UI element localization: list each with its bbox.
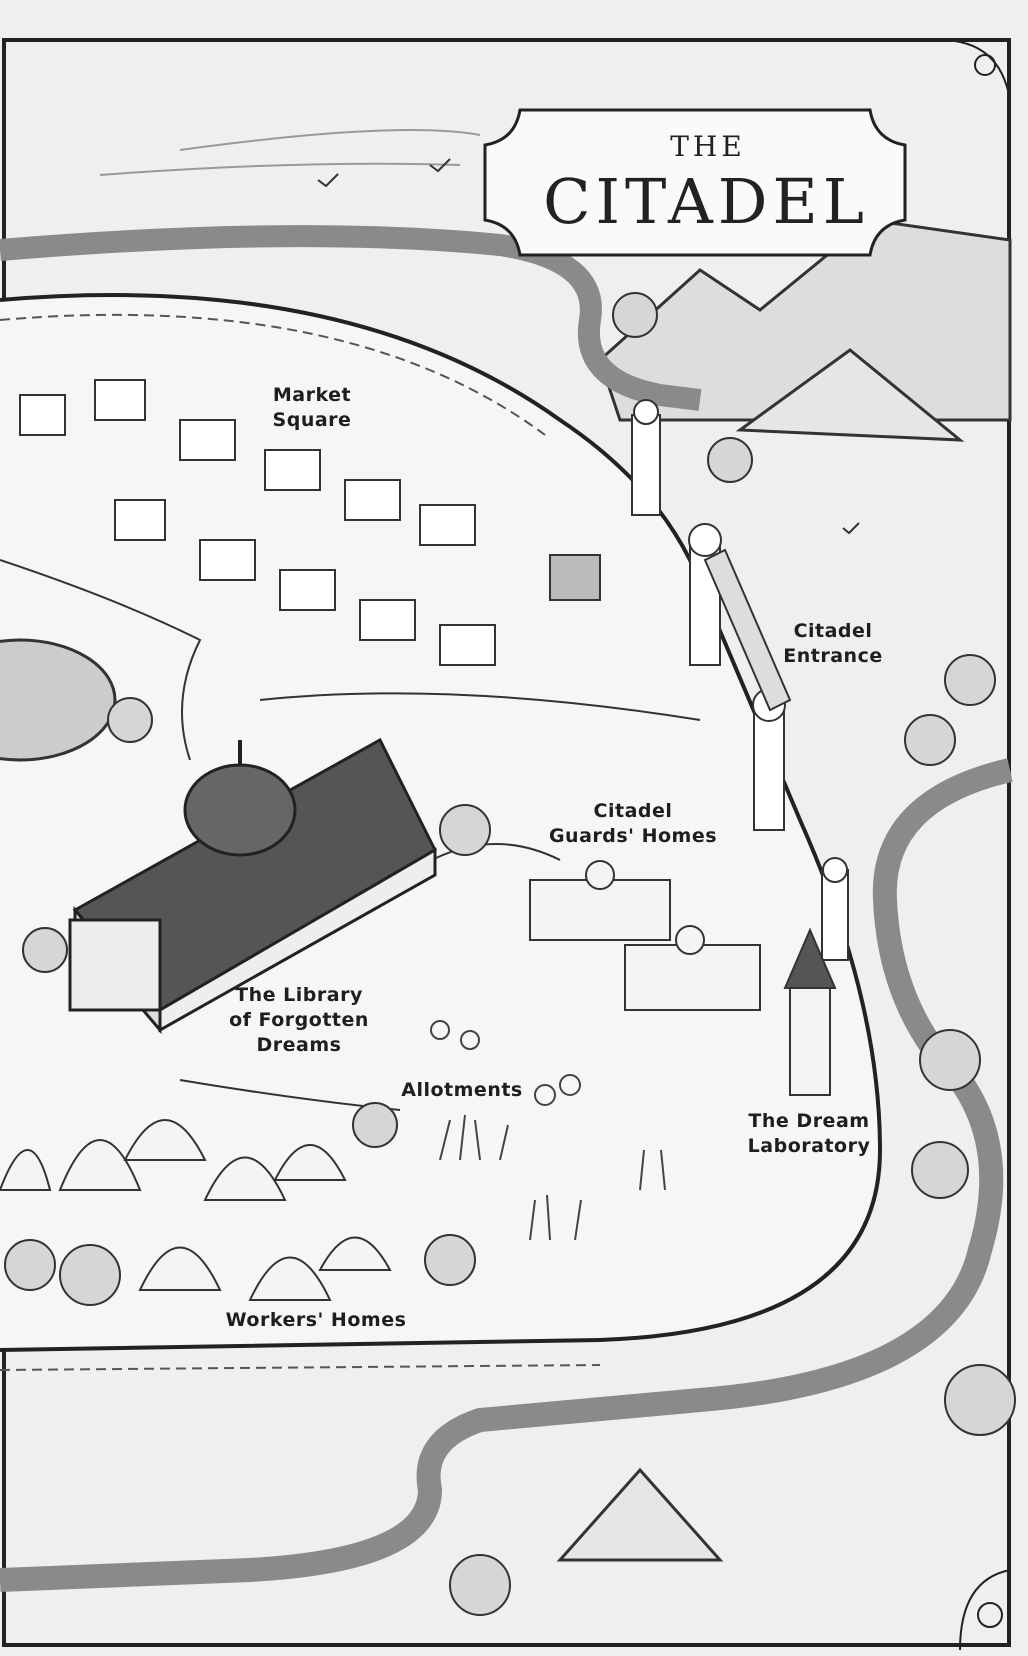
- market-stalls: [19, 379, 601, 666]
- library-building: [68, 737, 437, 1035]
- corner-ornament-icon: [939, 39, 1011, 1651]
- label-market-square: Market Square: [273, 383, 352, 433]
- title-plaque: [483, 108, 907, 257]
- workers-homes-huts: [0, 1119, 392, 1301]
- label-line: Market: [272, 384, 352, 406]
- label-dream-laboratory: The Dream Laboratory: [748, 1109, 871, 1159]
- label-line: The Library: [235, 984, 363, 1006]
- bird-icon: [317, 158, 860, 535]
- label-line: Laboratory: [747, 1135, 871, 1157]
- label-line: Dreams: [256, 1034, 342, 1056]
- label-line: Guards' Homes: [548, 825, 718, 847]
- label-line: Citadel: [793, 620, 873, 642]
- label-line: Entrance: [783, 645, 883, 667]
- label-library: The Library of Forgotten Dreams: [229, 983, 369, 1058]
- entrance-towers: [631, 399, 849, 961]
- map-title: CITADEL: [543, 165, 869, 238]
- label-workers-homes: Workers' Homes: [226, 1308, 407, 1333]
- label-line: The Dream: [748, 1110, 870, 1132]
- label-citadel-entrance: Citadel Entrance: [783, 619, 882, 669]
- mountains: [598, 218, 1012, 422]
- label-line: Workers' Homes: [225, 1309, 407, 1331]
- label-allotments: Allotments: [401, 1078, 522, 1103]
- arena: [0, 638, 117, 762]
- label-line: Citadel: [593, 800, 673, 822]
- trees: [4, 292, 1016, 1616]
- allotments-plots: [430, 1020, 666, 1241]
- dream-laboratory-tower: [783, 927, 837, 1096]
- label-line: Square: [272, 409, 352, 431]
- title-prefix: THE: [670, 130, 746, 163]
- label-line: Allotments: [401, 1079, 523, 1101]
- label-guards-homes: Citadel Guards' Homes: [549, 799, 717, 849]
- guards-homes: [529, 860, 761, 1011]
- label-line: of Forgotten: [229, 1009, 369, 1031]
